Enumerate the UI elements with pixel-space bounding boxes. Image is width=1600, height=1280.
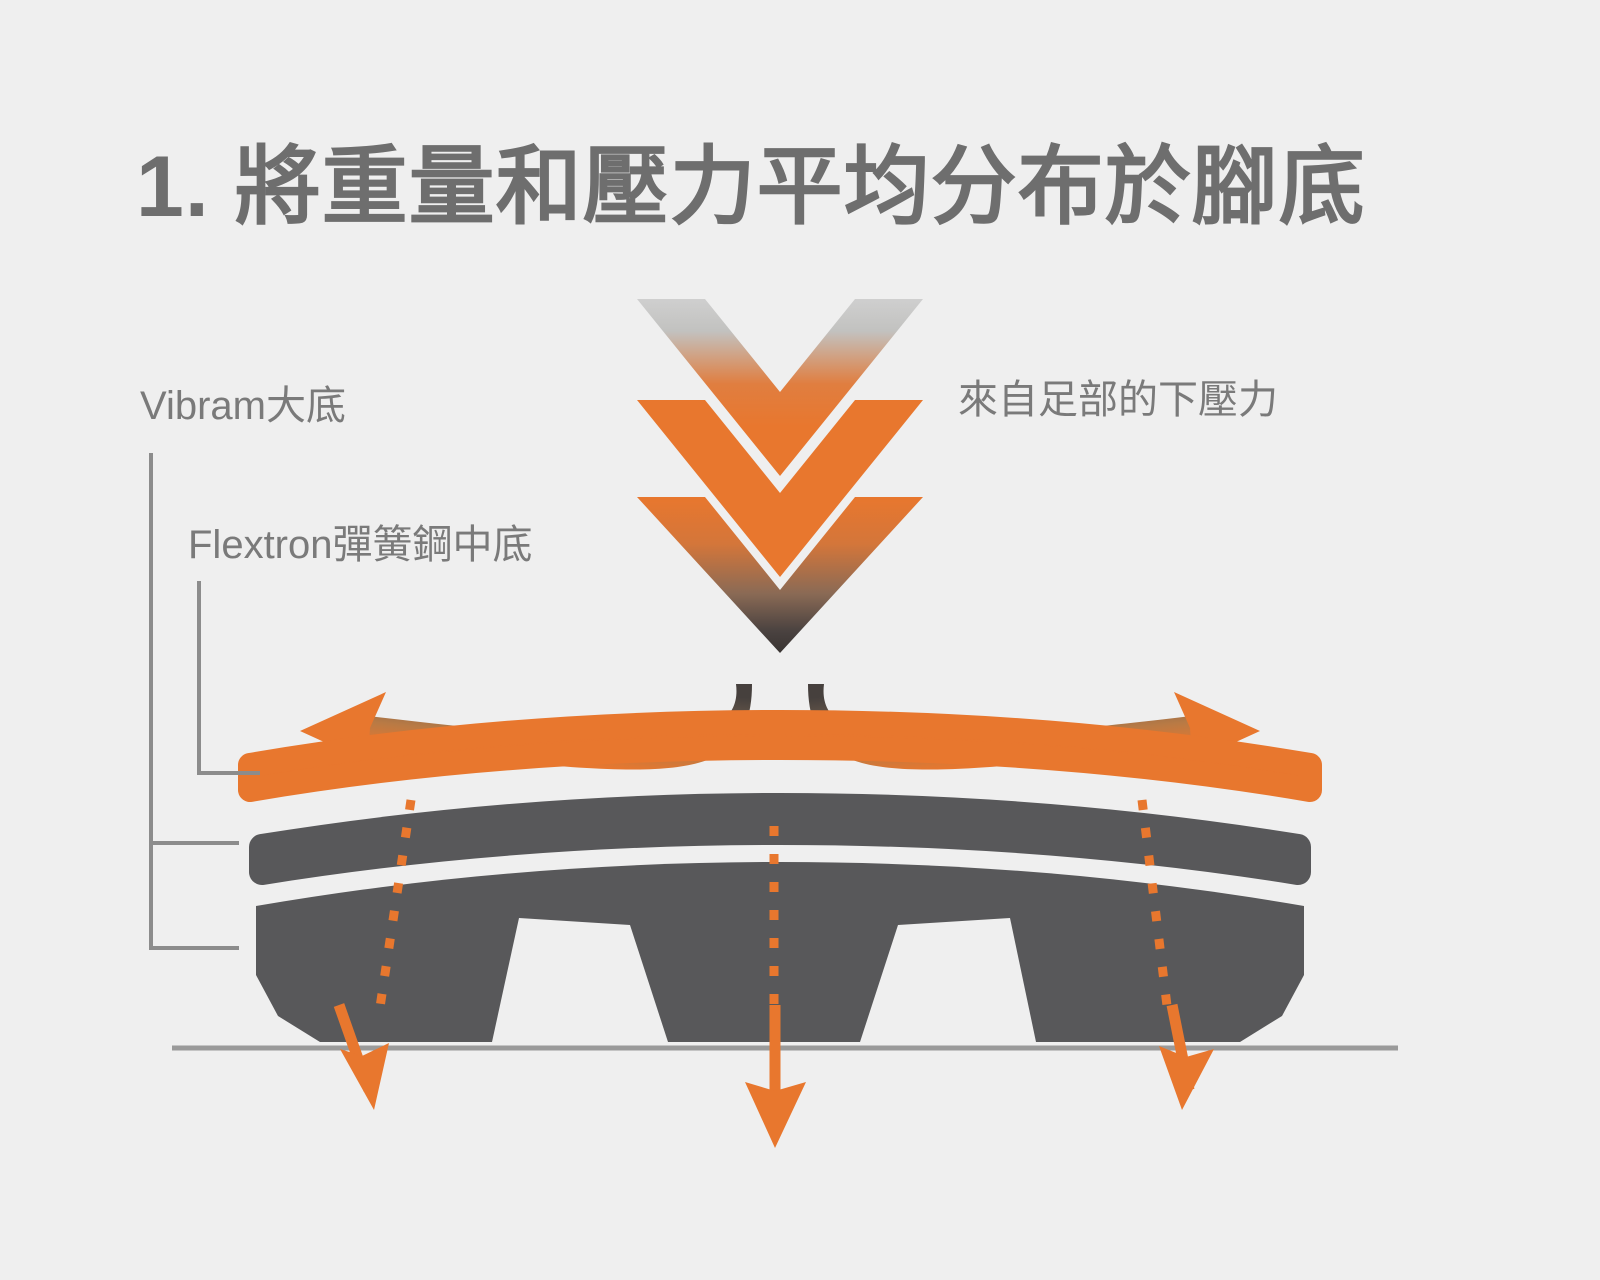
force-transfer-dotted-lines bbox=[374, 799, 1173, 1015]
outsole-notch-left bbox=[492, 918, 668, 1042]
pressure-chevron-group bbox=[637, 299, 923, 653]
page-title: 1. 將重量和壓力平均分布於腳底 bbox=[136, 139, 1366, 235]
dotted-line-left bbox=[374, 799, 416, 1015]
flextron-plate-body bbox=[238, 710, 1322, 802]
leader-line-group bbox=[149, 453, 260, 950]
arrow-down-icon-center bbox=[745, 1082, 806, 1148]
label-flextron-midsole: Flextron彈簧鋼中底 bbox=[188, 523, 533, 567]
dotted-line-right bbox=[1137, 799, 1173, 1015]
midsole-bar bbox=[249, 793, 1311, 885]
flextron-plate bbox=[238, 710, 1322, 802]
label-downward-force: 來自足部的下壓力 bbox=[958, 378, 1278, 422]
arrow-down-icon-right bbox=[1159, 1046, 1214, 1110]
vibram-outsole bbox=[256, 862, 1304, 1042]
chevron-down-icon-bottom bbox=[637, 497, 923, 653]
ground-force-arrow-group bbox=[333, 1003, 1214, 1148]
chevron-down-icon-top bbox=[637, 299, 923, 476]
label-vibram-outsole: Vibram大底 bbox=[140, 384, 346, 428]
chevron-down-icon-middle bbox=[637, 400, 923, 577]
outsole-notch-right bbox=[860, 918, 1036, 1042]
arrow-down-icon-left bbox=[340, 1043, 389, 1110]
midsole-layer bbox=[249, 793, 1311, 885]
